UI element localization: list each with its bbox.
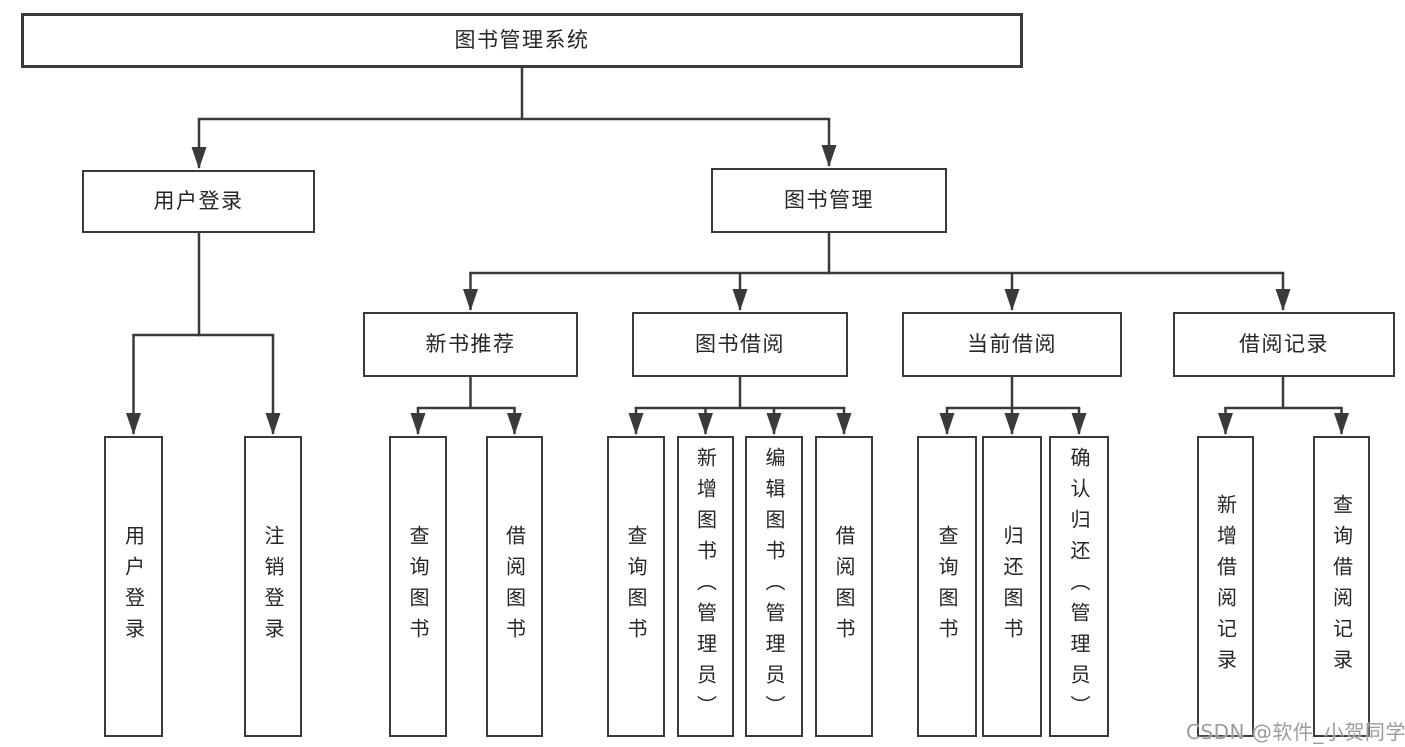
csdn-watermark: CSDN @软件_小贺同学 [1186,720,1405,744]
node-label: 图书借阅 [695,332,785,356]
node-user-login: 用户登录 [82,170,315,233]
leaf-edit-book-admin: 编辑图书（管理员） [745,436,803,737]
leaf-query-book-3: 查询图书 [917,436,977,737]
leaf-label: 查询借阅记录 [1329,493,1354,680]
node-current-borrow: 当前借阅 [902,312,1122,377]
node-book-management: 图书管理 [711,168,947,233]
leaf-confirm-return-admin: 确认归还（管理员） [1049,436,1109,737]
leaf-label: 查询图书 [624,524,648,649]
leaf-label: 查询图书 [406,524,430,649]
node-borrow-records: 借阅记录 [1173,312,1395,377]
leaf-label: 用户登录 [121,524,146,649]
leaf-return-book: 归还图书 [982,436,1042,737]
leaf-borrow-book-2: 借阅图书 [815,436,873,737]
node-label: 图书管理系统 [454,28,590,52]
leaf-label: 新增图书（管理员） [693,447,718,726]
leaf-label: 借阅图书 [502,524,527,649]
leaf-query-borrow-record: 查询借阅记录 [1313,436,1370,737]
node-label: 用户登录 [153,189,244,213]
leaf-add-borrow-record: 新增借阅记录 [1197,436,1254,737]
node-label: 当前借阅 [967,332,1057,356]
leaf-query-book-1: 查询图书 [389,436,447,737]
leaf-add-book-admin: 新增图书（管理员） [677,436,734,737]
leaf-user-login: 用户登录 [104,436,163,737]
leaf-label: 确认归还（管理员） [1067,447,1091,726]
leaf-borrow-book-1: 借阅图书 [486,436,543,737]
node-label: 图书管理 [784,188,874,212]
leaf-label: 新增借阅记录 [1213,493,1238,680]
leaf-logout: 注销登录 [244,436,302,737]
leaf-label: 查询图书 [935,524,959,649]
leaf-label: 归还图书 [1000,524,1024,649]
leaf-query-book-2: 查询图书 [607,436,665,737]
node-library-management-system: 图书管理系统 [21,13,1023,68]
leaf-label: 注销登录 [261,524,285,649]
node-label: 新书推荐 [425,332,516,356]
node-book-borrow: 图书借阅 [632,312,848,377]
node-new-book-recommend: 新书推荐 [363,312,578,377]
leaf-label: 借阅图书 [832,524,856,649]
node-label: 借阅记录 [1239,332,1329,356]
leaf-label: 编辑图书（管理员） [762,447,786,726]
